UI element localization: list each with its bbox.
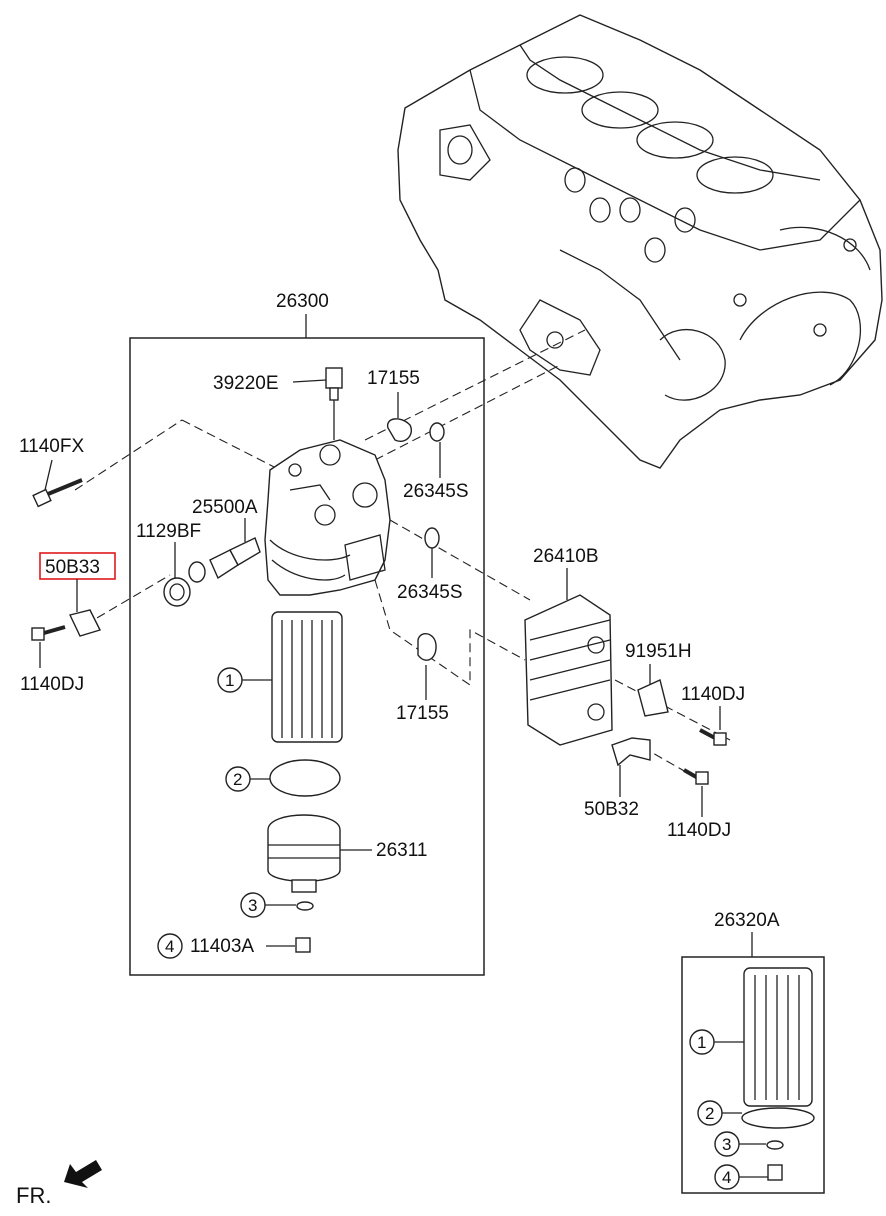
- callout-4-main-text: 4: [165, 937, 174, 956]
- valve-part: [209, 537, 261, 580]
- label-1140dj-right-1[interactable]: 1140DJ: [681, 684, 745, 705]
- part-labels: 26300 39220E 17155 1140FX 26345S 25500A …: [19, 291, 780, 957]
- drain-plug-part: [295, 937, 311, 953]
- gasket-top: [386, 418, 412, 442]
- kit-oring-small: [766, 1140, 784, 1150]
- leader-lines: [74, 329, 731, 781]
- oring-top: [429, 422, 445, 442]
- label-17155-top[interactable]: 17155: [367, 368, 420, 389]
- filter-housing: [264, 439, 391, 596]
- label-1129bf[interactable]: 1129BF: [136, 521, 201, 542]
- cap-part: [267, 814, 341, 893]
- plug-oring: [188, 561, 206, 583]
- bracket-50b32: [611, 737, 651, 767]
- label-11403a[interactable]: 11403A: [190, 936, 254, 957]
- engine-block: [397, 14, 883, 469]
- bolt-fx: [32, 478, 83, 508]
- front-arrow-icon: [64, 1160, 102, 1188]
- label-26311[interactable]: 26311: [376, 840, 427, 861]
- label-50b32[interactable]: 50B32: [584, 799, 639, 820]
- callout-circles: 1 2 3 4 1 2 3 4: [157, 667, 768, 1190]
- callout-4-kit-text: 4: [722, 1168, 731, 1187]
- bolt-left: [31, 625, 66, 641]
- label-26345s-2[interactable]: 26345S: [397, 582, 463, 603]
- filter-element: [271, 611, 343, 743]
- label-1140fx[interactable]: 1140FX: [19, 436, 84, 457]
- label-50b33[interactable]: 50B33: [45, 557, 100, 578]
- oring-large: [269, 759, 341, 797]
- label-1140dj-right-2[interactable]: 1140DJ: [667, 820, 731, 841]
- plug-part: [163, 577, 191, 607]
- label-39220e[interactable]: 39220E: [213, 373, 279, 394]
- highlight-box: [39, 552, 116, 580]
- highlighted-part-label[interactable]: 50B33: [39, 552, 116, 612]
- label-17155-bottom[interactable]: 17155: [396, 703, 449, 724]
- assembly-box: [129, 337, 485, 976]
- label-26345s-1[interactable]: 26345S: [403, 481, 469, 502]
- sensor-part: [325, 367, 343, 440]
- bracket-50b33: [69, 609, 101, 637]
- kit-oring-large: [741, 1107, 815, 1129]
- label-25500a[interactable]: 25500A: [192, 497, 258, 518]
- gasket-bottom: [417, 633, 437, 661]
- oring-middle: [424, 527, 440, 549]
- callout-4-main: [157, 933, 183, 959]
- kit-drain-plug: [767, 1164, 783, 1181]
- oring-small: [296, 901, 314, 911]
- label-26410b[interactable]: 26410B: [533, 546, 599, 567]
- kit-box: [681, 956, 825, 1194]
- front-label: FR.: [16, 1183, 51, 1208]
- callout-3-kit-text: 3: [722, 1135, 731, 1154]
- callout-1-kit-text: 1: [697, 1033, 706, 1052]
- oil-cooler: [524, 594, 613, 746]
- label-26320a[interactable]: 26320A: [714, 910, 780, 931]
- label-91951h[interactable]: 91951H: [625, 641, 692, 662]
- kit-filter-element: [743, 967, 813, 1107]
- front-indicator: FR.: [16, 1160, 102, 1208]
- bracket-91951h: [637, 679, 669, 717]
- label-1140dj-left[interactable]: 1140DJ: [20, 674, 84, 695]
- bolt-right-1: [699, 728, 727, 746]
- callout-2-kit-text: 2: [705, 1104, 714, 1123]
- callout-1-main-text: 1: [225, 671, 234, 690]
- bolt-right-2: [683, 768, 709, 785]
- callout-3-main-text: 3: [248, 896, 257, 915]
- label-26300[interactable]: 26300: [276, 291, 329, 312]
- callout-2-main-text: 2: [233, 770, 242, 789]
